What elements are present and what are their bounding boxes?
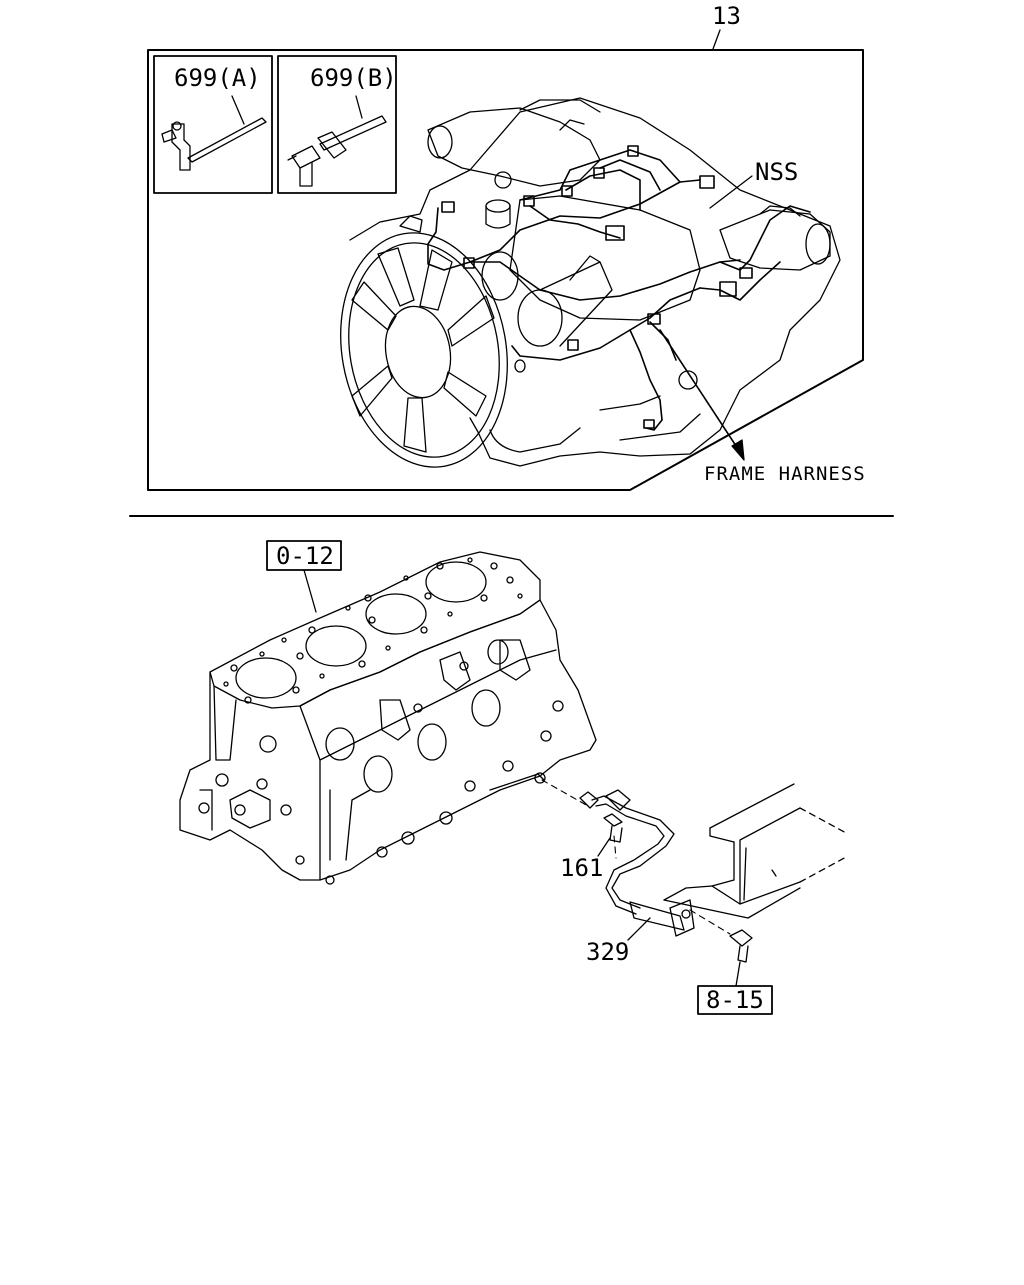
pipe-callout[interactable]: 329 <box>586 938 629 966</box>
upper-frame <box>147 49 864 491</box>
frame-rail <box>663 783 849 919</box>
head-bolt-holes <box>223 557 523 704</box>
inset-699a-box <box>153 55 273 194</box>
bracket-ref-label[interactable]: 8-15 <box>706 986 764 1014</box>
pipe-leader <box>627 917 651 941</box>
part-699b-clip[interactable] <box>287 95 387 187</box>
lower-view: 0-12 <box>179 540 849 1015</box>
bracket-ref-box <box>697 985 773 1015</box>
fan-blades <box>351 247 495 453</box>
nss-label[interactable]: NSS <box>755 158 798 186</box>
assembly-callout[interactable]: 13 <box>712 2 741 30</box>
frame-harness-label[interactable]: FRAME HARNESS <box>704 463 866 485</box>
bracket-ref-leader <box>735 961 741 987</box>
assembly-leader <box>712 29 721 50</box>
upper-view: 13 699(A) 699(B) <box>147 2 866 491</box>
bolt-callout[interactable]: 161 <box>560 854 603 882</box>
nss-leader <box>709 175 753 209</box>
part-329-pipe[interactable] <box>579 789 695 937</box>
engine-assembly <box>340 97 841 468</box>
block-ref-label[interactable]: 0-12 <box>276 542 334 570</box>
frame-harness-arrow <box>659 329 745 461</box>
cylinder-block <box>179 551 597 885</box>
fan-outer <box>340 232 508 468</box>
bolt-leader <box>597 837 611 857</box>
engine-block-outline <box>349 97 841 467</box>
assembly-lines <box>541 779 731 935</box>
inset-699b-box <box>277 55 397 194</box>
inset-699a-label[interactable]: 699(A) <box>174 64 261 92</box>
fan-hub <box>384 305 452 399</box>
part-699a-clip[interactable] <box>161 95 267 171</box>
part-161-bolt[interactable] <box>603 813 623 843</box>
wiring-harness[interactable] <box>427 145 811 431</box>
inset-699b-label[interactable]: 699(B) <box>310 64 397 92</box>
block-ref-leader <box>303 569 317 613</box>
bracket-bolt[interactable] <box>729 929 753 963</box>
